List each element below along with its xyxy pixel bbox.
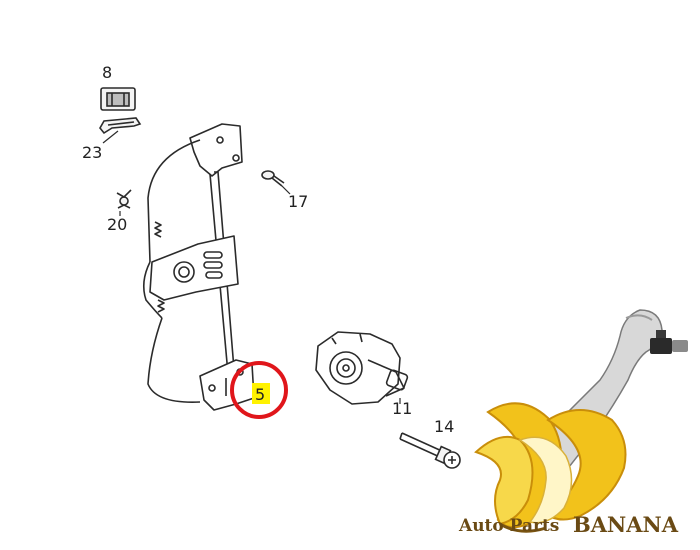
part-8-clip [100, 87, 136, 111]
part-23-bracket [99, 117, 142, 135]
part-14-bolt [399, 432, 461, 469]
part-11-motor [315, 331, 409, 405]
callout-5-highlight-marker [252, 383, 270, 404]
callout-5: 5 [255, 385, 265, 404]
banana-logo-icon [474, 402, 627, 533]
part-17-bolt [261, 170, 285, 187]
brand-prefix: Auto Parts [458, 516, 559, 536]
leader-lines [102, 130, 401, 404]
window-regulator [142, 123, 255, 411]
callout-labels: 8 23 20 17 5 11 14 [82, 63, 454, 436]
callout-23: 23 [82, 143, 102, 162]
brand-name: BANANA [573, 512, 679, 537]
callout-11: 11 [392, 399, 412, 418]
callout-8: 8 [102, 63, 112, 82]
part-20-grommet [116, 189, 132, 209]
callout-17: 17 [288, 192, 308, 211]
callout-20: 20 [107, 215, 127, 234]
callout-14: 14 [434, 417, 454, 436]
highlight-ring [230, 361, 288, 419]
brand-watermark: Auto Parts BANANA [458, 309, 688, 537]
